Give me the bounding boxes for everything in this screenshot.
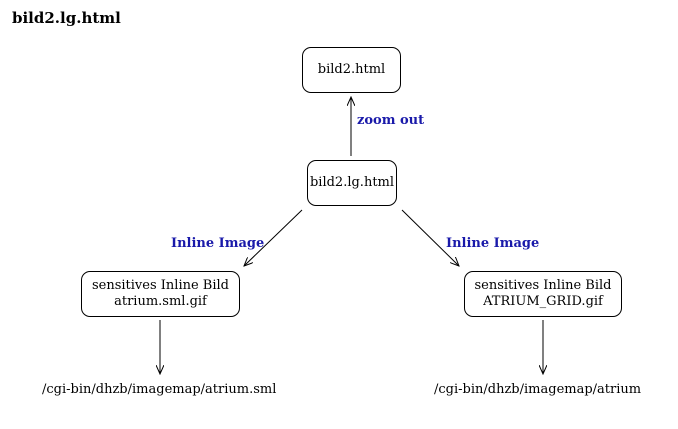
edge-label-inline-image-right: Inline Image	[446, 236, 540, 251]
node-sensitives-inline-bild-left[interactable]: sensitives Inline Bild atrium.sml.gif	[81, 271, 240, 317]
node-label: bild2.html	[317, 62, 386, 77]
node-label-line1: sensitives Inline Bild	[474, 278, 612, 293]
leaf-imagemap-atrium-sml[interactable]: /cgi-bin/dhzb/imagemap/atrium.sml	[42, 382, 277, 397]
edge-center-to-right	[401, 209, 459, 266]
leaf-imagemap-atrium[interactable]: /cgi-bin/dhzb/imagemap/atrium	[434, 382, 642, 397]
node-label-line1: sensitives Inline Bild	[91, 278, 229, 293]
edge-label-zoom-out: zoom out	[357, 113, 425, 128]
node-label-line2: atrium.sml.gif	[114, 294, 207, 309]
page-title: bild2.lg.html	[12, 9, 121, 27]
node-label-line2: ATRIUM_GRID.gif	[483, 294, 603, 309]
node-label: bild2.lg.html	[309, 175, 395, 190]
edge-center-to-left	[244, 209, 303, 266]
node-bild2-html[interactable]: bild2.html	[302, 47, 401, 93]
node-bild2-lg-html[interactable]: bild2.lg.html	[307, 160, 397, 206]
edge-label-inline-image-left: Inline Image	[171, 236, 265, 251]
node-sensitives-inline-bild-right[interactable]: sensitives Inline Bild ATRIUM_GRID.gif	[464, 271, 622, 317]
